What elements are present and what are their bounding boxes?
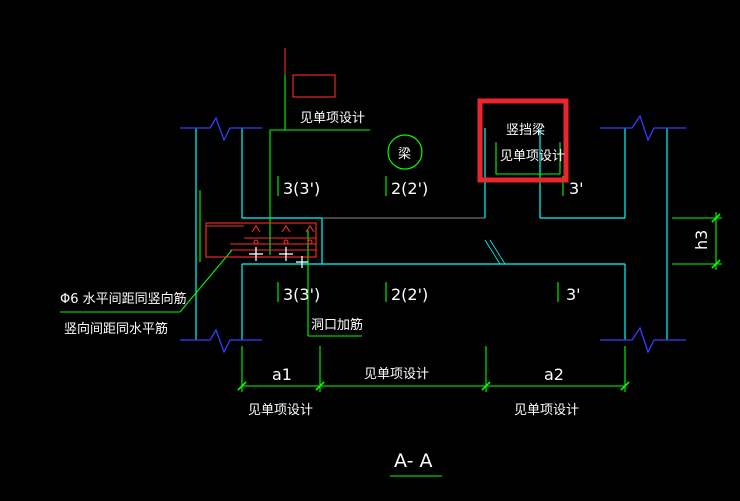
beam-circle: [387, 134, 423, 170]
label-see-item-design-top: 见单项设计: [300, 111, 365, 126]
label-see-item-design-left: 见单项设计: [248, 403, 313, 418]
label-see-item-design-right: 见单项设计: [514, 403, 579, 418]
red-elements: [205, 48, 336, 258]
wall-break-lines: [180, 114, 686, 354]
mark-2-2p-top: 2(2'): [391, 179, 428, 198]
mark-3-3p-top: 3(3'): [283, 179, 320, 198]
green-leaders: [60, 75, 722, 477]
label-retaining-beam: 竖挡梁: [506, 123, 545, 138]
dim-a1: a1: [272, 365, 292, 384]
rebar-crosses: [249, 247, 308, 268]
mark-2-2p-bottom: 2(2'): [391, 285, 428, 304]
dim-a2: a2: [544, 365, 564, 384]
mark-3-3p-bottom: 3(3'): [283, 285, 320, 304]
dim-mid: 见单项设计: [364, 367, 429, 382]
highlight-box[interactable]: [477, 98, 569, 183]
dimension-ticks: [237, 213, 721, 391]
label-see-item-design-box: 见单项设计: [500, 149, 565, 164]
label-rebar-line2: 竖向间距同水平筋: [64, 321, 168, 337]
mark-3p-right-bottom: 3': [566, 285, 581, 304]
section-title: A- A: [394, 450, 432, 472]
mark-3p-right-top: 3': [569, 179, 584, 198]
label-rebar-line1: Φ6 水平间距同竖向筋: [60, 291, 187, 307]
label-opening-rebar: 洞口加筋: [311, 317, 363, 333]
dim-h3: h3: [692, 230, 711, 250]
wall-outline: [195, 128, 668, 340]
label-beam: 梁: [398, 147, 411, 162]
